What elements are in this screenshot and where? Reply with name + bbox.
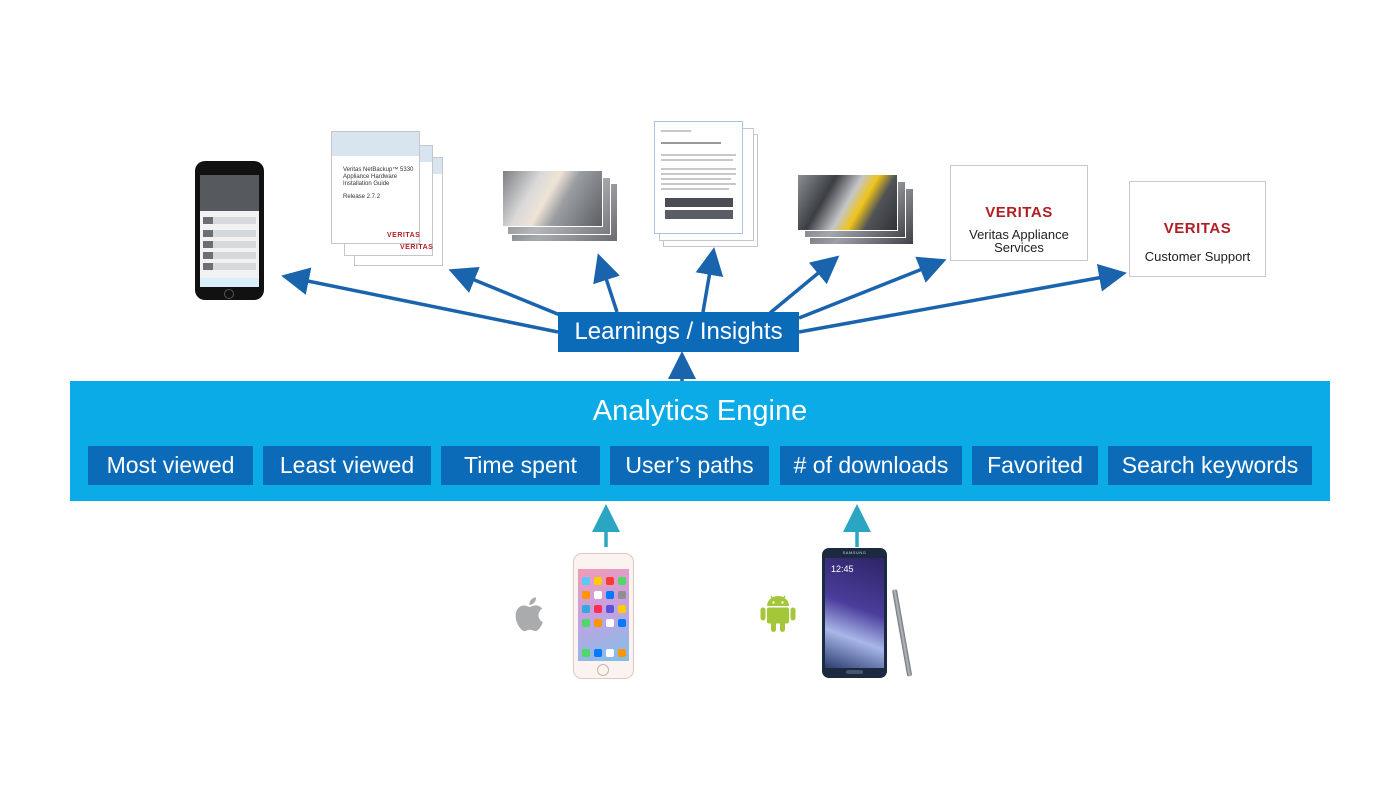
analytics-engine-title: Analytics Engine	[592, 395, 808, 427]
iphone-home-button	[597, 664, 609, 676]
reference-doc-page	[654, 121, 743, 234]
home-button-icon	[224, 289, 234, 299]
guide-title: Veritas NetBackup™ 5330 Appliance Hardwa…	[343, 167, 414, 187]
services-label-line2: Services	[994, 240, 1044, 255]
apple-logo-icon	[515, 597, 543, 632]
metric-favorited: Favorited	[972, 446, 1098, 485]
install-guide-cover: Veritas NetBackup™ 5330 Appliance Hardwa…	[331, 131, 420, 244]
server-photo	[797, 174, 898, 231]
arrow-to-mobile-app	[281, 267, 559, 334]
arrow-to-reference-docs	[695, 247, 724, 313]
metric-search-keywords: Search keywords	[1108, 446, 1312, 485]
appliance-services-card: VERITAS Veritas Appliance Services	[950, 165, 1088, 261]
android-home-button	[846, 670, 863, 674]
android-brand-label: SAMSUNG	[842, 550, 867, 555]
mobile-app-thumbnail	[195, 161, 264, 300]
customer-support-card: VERITAS Customer Support	[1129, 181, 1266, 277]
learnings-insights-box: Learnings / Insights	[558, 312, 799, 352]
metric-time-spent: Time spent	[441, 446, 600, 485]
android-logo-icon	[760, 595, 796, 632]
stylus-pen	[892, 589, 913, 677]
arrow-to-server-photos	[768, 255, 840, 315]
support-label: Customer Support	[1144, 249, 1251, 264]
veritas-logo: VERITAS	[985, 204, 1053, 221]
analytics-engine-panel: Analytics Engine Most viewed Least viewe…	[70, 381, 1330, 501]
android-clock: 12:45	[831, 564, 854, 574]
iphone-screen	[578, 569, 629, 661]
arrow-to-hardware-photos	[593, 253, 620, 313]
metric-downloads: # of downloads	[780, 446, 962, 485]
guide-brand: VERITAS	[387, 232, 421, 239]
arrow-to-appliance-services	[798, 256, 947, 320]
metric-users-paths: User’s paths	[610, 446, 769, 485]
arrow-to-install-guide	[448, 267, 561, 317]
hardware-photo	[502, 170, 603, 227]
iphone-device	[573, 553, 634, 679]
guide-release: Release 2.7.2	[343, 194, 381, 200]
metric-least-viewed: Least viewed	[263, 446, 431, 485]
android-screen: 12:45	[825, 558, 884, 668]
guide-brand-back: VERITAS	[400, 244, 434, 251]
veritas-logo: VERITAS	[1163, 220, 1232, 237]
metric-most-viewed: Most viewed	[88, 446, 253, 485]
android-phone-device: SAMSUNG 12:45	[822, 548, 887, 678]
services-label-line1: Veritas Appliance	[969, 227, 1069, 242]
mobile-app-screen	[200, 175, 259, 287]
arrow-to-customer-support	[798, 263, 1127, 334]
